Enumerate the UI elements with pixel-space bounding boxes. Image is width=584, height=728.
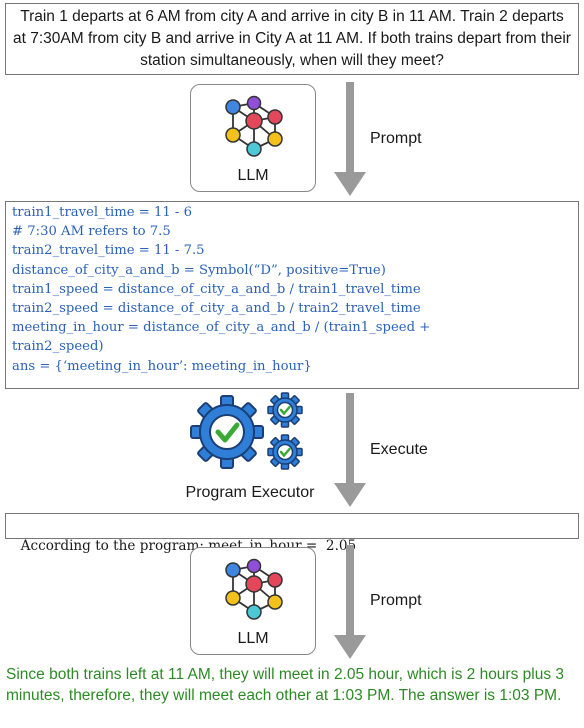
code-line: meeting_in_hour = distance_of_city_a_and… xyxy=(12,320,431,336)
code-line: train2_speed) xyxy=(12,339,104,355)
code-line: train2_speed = distance_of_city_a_and_b … xyxy=(12,301,421,317)
prompt-label: Prompt xyxy=(370,130,422,147)
code-line: # 7:30 AM refers to 7.5 xyxy=(12,224,171,240)
neural-network-icon xyxy=(225,558,283,620)
code-line: train1_speed = distance_of_city_a_and_b … xyxy=(12,281,421,297)
program-executor-label: Program Executor xyxy=(185,484,315,501)
llm-label: LLM xyxy=(237,630,269,647)
code-line: ans = {‘meeting_in_hour’: meeting_in_hou… xyxy=(12,358,312,374)
gears-icon xyxy=(190,392,303,470)
llm-card-bottom: LLM xyxy=(190,547,316,655)
llm-label: LLM xyxy=(237,167,269,184)
code-line: train2_travel_time = 11 - 7.5 xyxy=(12,243,205,259)
question-box: Train 1 departs at 6 AM from city A and … xyxy=(5,3,579,75)
prompt-label: Prompt xyxy=(370,592,422,609)
question-text: Train 1 departs at 6 AM from city A and … xyxy=(13,8,571,69)
execution-result-box: According to the program: meet_in_hour =… xyxy=(5,513,579,554)
code-line: distance_of_city_a_and_b = Symbol(“D”, p… xyxy=(12,262,386,278)
program-code-box: train1_travel_time = 11 - 6 # 7:30 AM re… xyxy=(5,201,579,389)
execute-label: Execute xyxy=(370,441,428,458)
llm-card-top: LLM xyxy=(190,84,316,192)
arrow-down-icon xyxy=(334,545,366,659)
arrow-down-icon xyxy=(334,82,366,196)
arrow-down-icon xyxy=(334,393,366,507)
code-line: train1_travel_time = 11 - 6 xyxy=(12,205,192,220)
result-text: According to the program: meet_in_hour =… xyxy=(20,538,357,554)
neural-network-icon xyxy=(225,95,283,157)
final-answer-text: Since both trains left at 11 AM, they wi… xyxy=(6,666,565,704)
